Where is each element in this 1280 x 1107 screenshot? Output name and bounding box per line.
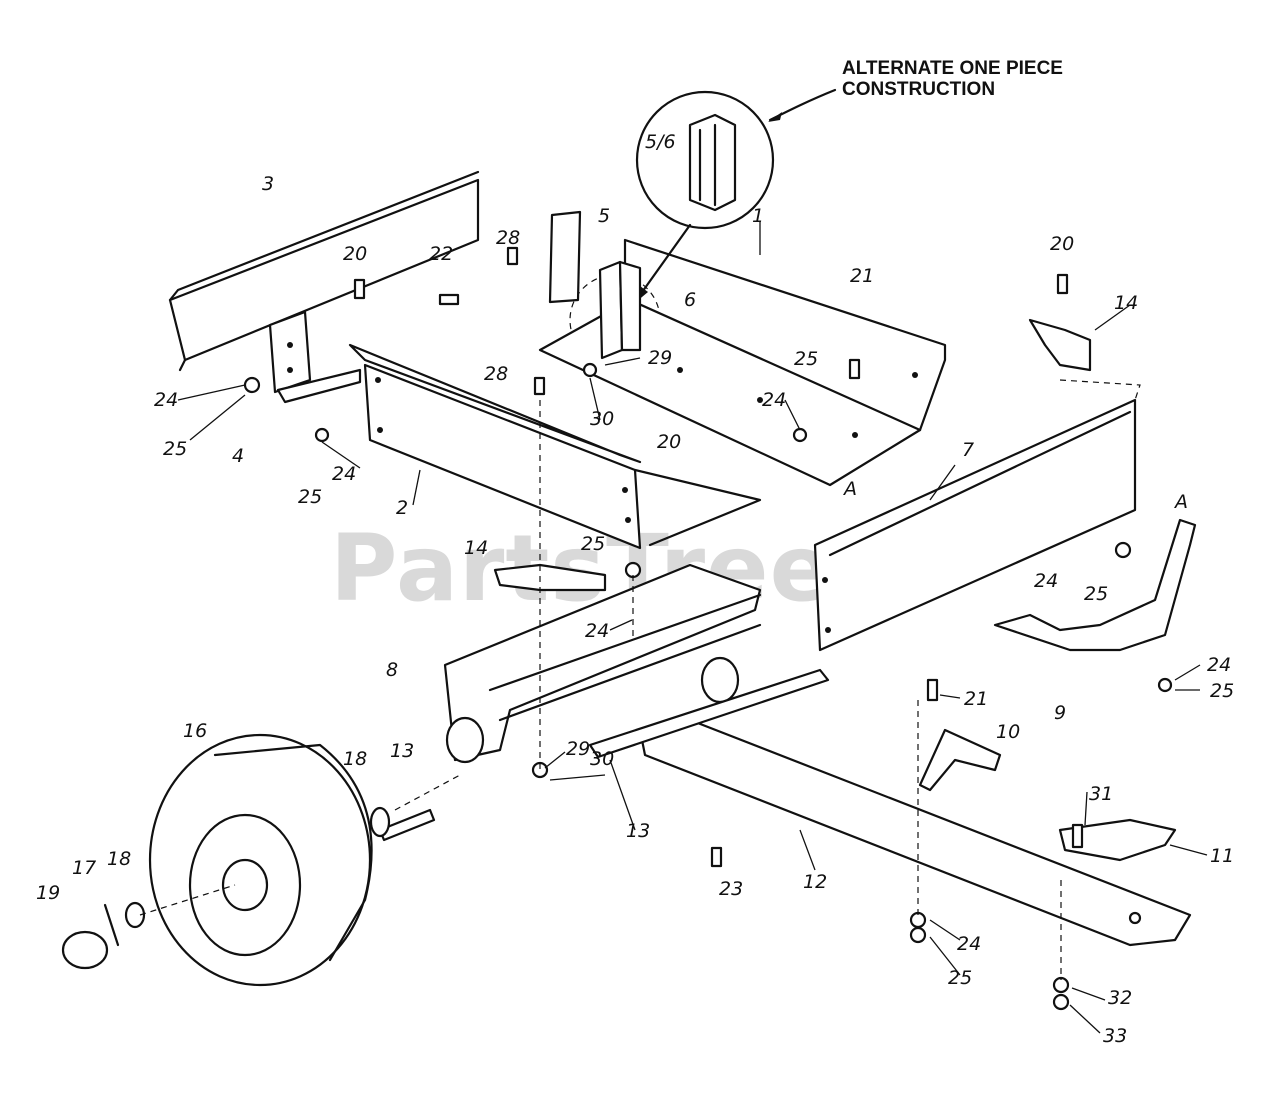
label-1: 1 — [752, 205, 764, 227]
label-2: 2 — [396, 497, 408, 519]
label-24-e: 24 — [1034, 570, 1058, 592]
label-24-a: 24 — [154, 389, 178, 411]
fasteners — [243, 246, 1173, 1011]
part-17-pin — [103, 903, 120, 947]
part-9-bracket — [993, 518, 1197, 652]
label-25-g: 25 — [948, 967, 972, 989]
label-13-upper: 13 — [390, 740, 414, 762]
part-5-6-brackets — [548, 210, 642, 360]
label-29-lower: 29 — [566, 738, 590, 760]
label-21-lower: 21 — [964, 688, 988, 710]
label-7: 7 — [962, 439, 974, 461]
part-14-strap-upper — [1028, 318, 1092, 372]
label-25-a: 25 — [163, 438, 187, 460]
label-25-b: 25 — [298, 486, 322, 508]
label-19: 19 — [36, 882, 60, 904]
label-12: 12 — [803, 871, 827, 893]
label-23: 23 — [719, 878, 743, 900]
label-25-c: 25 — [794, 348, 818, 370]
label-18-upper: 18 — [343, 748, 367, 770]
label-30-lower: 30 — [590, 748, 614, 770]
label-A-right: A — [1173, 491, 1188, 513]
part-3-rail — [168, 170, 480, 372]
part-18-washer — [369, 806, 391, 838]
part-4-bracket — [268, 310, 362, 404]
label-17: 17 — [72, 857, 96, 879]
callout-line-1: ALTERNATE ONE PIECE — [842, 58, 1063, 79]
part-19-cap — [61, 930, 109, 970]
label-20-left: 20 — [343, 243, 367, 265]
leader-lines — [177, 222, 1208, 1034]
watermark: PartsTree — [330, 515, 833, 622]
detail-circle — [635, 90, 775, 230]
label-22: 22 — [429, 243, 453, 265]
label-30-upper: 30 — [590, 408, 614, 430]
label-A-center: A — [842, 478, 857, 500]
part-8-frame — [443, 563, 762, 764]
part-13-shaft — [588, 668, 830, 759]
label-28-lower: 28 — [484, 363, 508, 385]
label-32: 32 — [1108, 987, 1132, 1009]
callout-line-2: CONSTRUCTION — [842, 79, 995, 100]
label-5: 5 — [598, 205, 610, 227]
label-31: 31 — [1089, 783, 1113, 805]
label-28-upper: 28 — [496, 227, 520, 249]
part-13-shaft-end — [378, 808, 436, 842]
part-16-wheel — [148, 733, 373, 987]
callout-arrow-head — [768, 112, 782, 122]
assembly-lines — [139, 379, 1141, 980]
label-24-f: 24 — [1207, 654, 1231, 676]
label-4: 4 — [232, 445, 244, 467]
part-10-lever — [918, 728, 1002, 792]
label-24-c: 24 — [762, 389, 786, 411]
part-2-box-side — [348, 343, 762, 550]
part-11-hitch — [1058, 818, 1177, 862]
label-8: 8 — [386, 659, 398, 681]
label-29-upper: 29 — [648, 347, 672, 369]
label-25-e: 25 — [1084, 583, 1108, 605]
label-21-upper: 21 — [850, 265, 874, 287]
label-20-right: 20 — [1050, 233, 1074, 255]
detail-pointer — [638, 223, 692, 297]
label-25-d: 25 — [581, 533, 605, 555]
label-24-d: 24 — [585, 620, 609, 642]
label-10: 10 — [996, 721, 1020, 743]
label-24-g: 24 — [957, 933, 981, 955]
part-18-washer-outer — [124, 901, 146, 929]
label-13-lower: 13 — [626, 820, 650, 842]
label-9: 9 — [1054, 702, 1066, 724]
label-16: 16 — [183, 720, 207, 742]
label-20-center: 20 — [657, 431, 681, 453]
label-24-b: 24 — [332, 463, 356, 485]
label-6: 6 — [684, 289, 696, 311]
detail-bracket — [688, 113, 737, 212]
part-number-labels: 1 2 3 4 5 6 7 8 9 10 11 12 13 13 14 14 1… — [36, 173, 1234, 1047]
label-14-lower: 14 — [464, 537, 488, 559]
part-7-rail — [813, 398, 1137, 652]
detail-label: 5/6 — [645, 131, 676, 153]
label-25-f: 25 — [1210, 680, 1234, 702]
label-14-upper: 14 — [1114, 292, 1138, 314]
label-33: 33 — [1103, 1025, 1127, 1047]
label-3: 3 — [262, 173, 274, 195]
label-11: 11 — [1210, 845, 1234, 867]
label-18-lower: 18 — [107, 848, 131, 870]
